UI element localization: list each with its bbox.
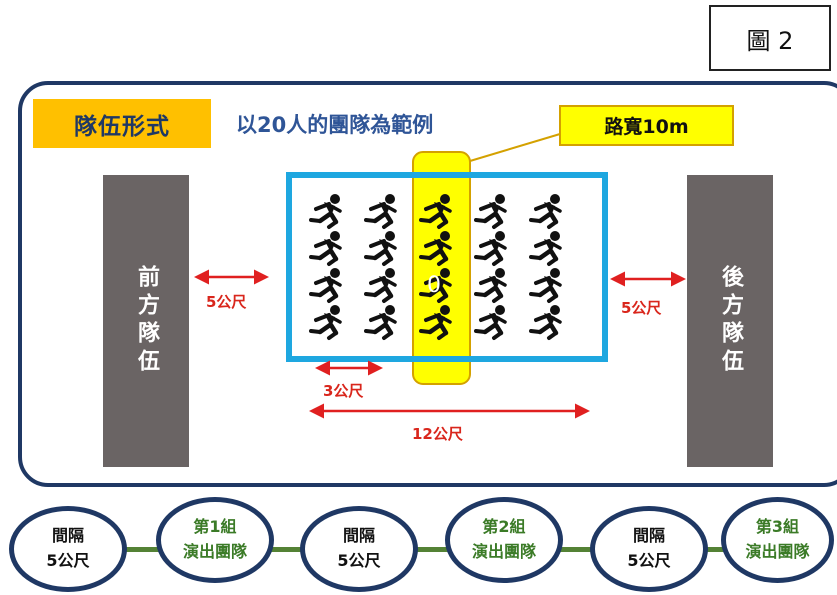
road-marker-text: 0 <box>427 273 441 298</box>
node-line-2: 演出團隊 <box>182 542 247 561</box>
node-line-1: 第2組 <box>482 517 526 537</box>
sequence-node-gap-2: 間隔 5公尺 <box>300 506 418 592</box>
node-line-2: 演出團隊 <box>745 542 810 561</box>
walker-icon <box>364 268 397 303</box>
sequence-node-gap-1: 間隔 5公尺 <box>9 506 127 592</box>
node-line-1: 間隔 <box>51 526 84 546</box>
walker-icon <box>309 268 342 303</box>
walker-icon <box>309 305 342 340</box>
walker-icon <box>419 231 452 266</box>
sequence-node-group-3: 第3組 演出團隊 <box>721 497 834 583</box>
back-team-bar: 後方隊伍 <box>687 175 773 467</box>
walker-icon <box>529 194 562 229</box>
node-line-2: 5公尺 <box>627 551 671 570</box>
walker-icon <box>419 268 452 303</box>
node-line-1: 間隔 <box>342 526 375 546</box>
chain-connector <box>557 547 601 552</box>
walker-icon <box>364 231 397 266</box>
front-team-bar: 前方隊伍 <box>103 175 189 467</box>
road-strip <box>412 151 471 385</box>
chain-connector <box>118 547 160 552</box>
node-line-1: 第3組 <box>755 517 800 537</box>
walker-icon <box>474 194 507 229</box>
node-line-2: 演出團隊 <box>471 542 536 561</box>
walker-icon <box>529 231 562 266</box>
walker-icon <box>474 305 507 340</box>
formation-title: 隊伍形式 <box>33 99 211 148</box>
front-gap-label: 5公尺 <box>206 293 247 311</box>
road-width-callout: 路寬10m <box>559 105 734 146</box>
figure-label: 圖 2 <box>709 5 831 71</box>
node-line-2: 5公尺 <box>337 551 381 570</box>
node-line-1: 第1組 <box>193 517 237 537</box>
chain-connector <box>266 547 312 552</box>
walker-icon <box>364 194 397 229</box>
formation-subtitle: 以20人的團隊為範例 <box>236 113 434 137</box>
chain-connector <box>410 547 452 552</box>
node-line-2: 5公尺 <box>46 551 90 570</box>
sequence-node-gap-3: 間隔 5公尺 <box>590 506 708 592</box>
formation-length-label: 12公尺 <box>412 425 463 443</box>
walker-icon <box>419 305 452 340</box>
walker-icon <box>529 305 562 340</box>
walker-icon <box>474 268 507 303</box>
walker-icon <box>474 231 507 266</box>
sequence-node-group-1: 第1組 演出團隊 <box>156 497 274 583</box>
walkers-group <box>309 194 562 340</box>
road-callout-leader <box>469 133 561 162</box>
walker-icon <box>364 305 397 340</box>
formation-box <box>286 172 608 362</box>
chain-connector <box>700 547 734 552</box>
column-gap-label: 3公尺 <box>323 382 364 400</box>
walker-icon <box>419 194 452 229</box>
back-gap-label: 5公尺 <box>621 299 662 317</box>
node-line-1: 間隔 <box>632 526 665 546</box>
walker-icon <box>529 268 562 303</box>
walker-icon <box>309 194 342 229</box>
walker-icon <box>309 231 342 266</box>
sequence-node-group-2: 第2組 演出團隊 <box>445 497 563 583</box>
